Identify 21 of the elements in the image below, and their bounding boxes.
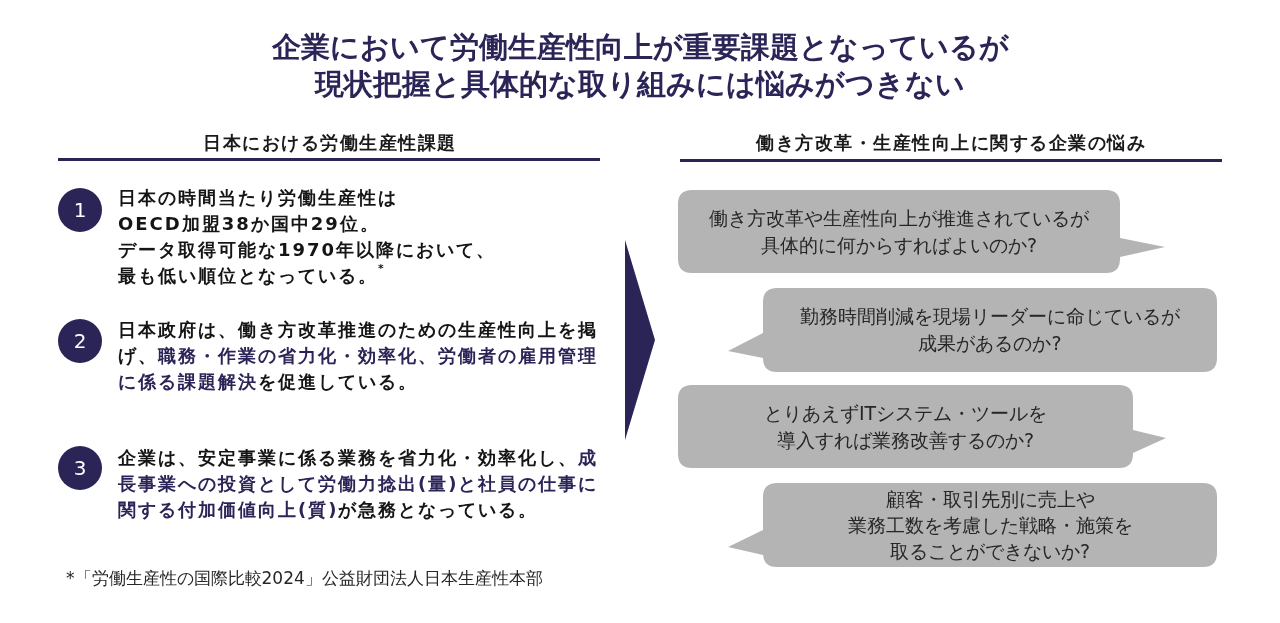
speech-bubble — [678, 190, 1165, 273]
item-description: 日本政府は、働き方改革推進のための生産性向上を掲げ、職務・作業の省力化・効率化、労働者の雇用管理に係る課題解決を促進している。 — [118, 318, 599, 394]
speech-bubble — [678, 385, 1166, 468]
bubble-text: 働き方改革や生産性向上が推進されているが具体的に何からすればよいのか? — [708, 205, 1090, 258]
item-number: 1 — [73, 199, 87, 221]
item-number: 3 — [73, 457, 87, 479]
footnote: *「労働生産性の国際比較2024」公益財団法人日本生産性本部 — [66, 567, 543, 589]
title: 企業において労働生産性向上が重要課題となっているが現状把握と具体的な取り組みには悩みがつきない — [270, 29, 1010, 103]
item-description: 企業は、安定事業に係る業務を省力化・効率化し、成長事業への投資として労働力捻出(量)と社員の仕事に関する付加価値向上(質)が急務となっている。 — [118, 446, 600, 522]
speech-bubble — [728, 288, 1217, 372]
number-circle — [58, 188, 102, 232]
number-circle — [58, 319, 102, 363]
speech-bubble — [728, 483, 1217, 567]
bubble-text: 顧客・取引先別に売上や業務工数を考慮した戦略・施策を取ることができないか? — [846, 487, 1134, 564]
bubble-text: とりあえずITシステム・ツールを導入すれば業務改善するのか? — [762, 400, 1049, 453]
section-heading: 働き方改革・生産性向上に関する企業の悩み — [756, 131, 1146, 155]
number-circle — [58, 446, 102, 490]
item-description: 日本の時間当たり労働生産性はOECD加盟38か国中29位。データ取得可能な1970年以降において、最も低い順位となっている。$^{*}$ — [118, 186, 498, 288]
section-heading: 日本における労働生産性課題 — [203, 131, 457, 155]
bubble-text: 勤務時間削減を現場リーダーに命じているが成果があるのか? — [799, 304, 1181, 356]
item-number: 2 — [73, 330, 87, 352]
